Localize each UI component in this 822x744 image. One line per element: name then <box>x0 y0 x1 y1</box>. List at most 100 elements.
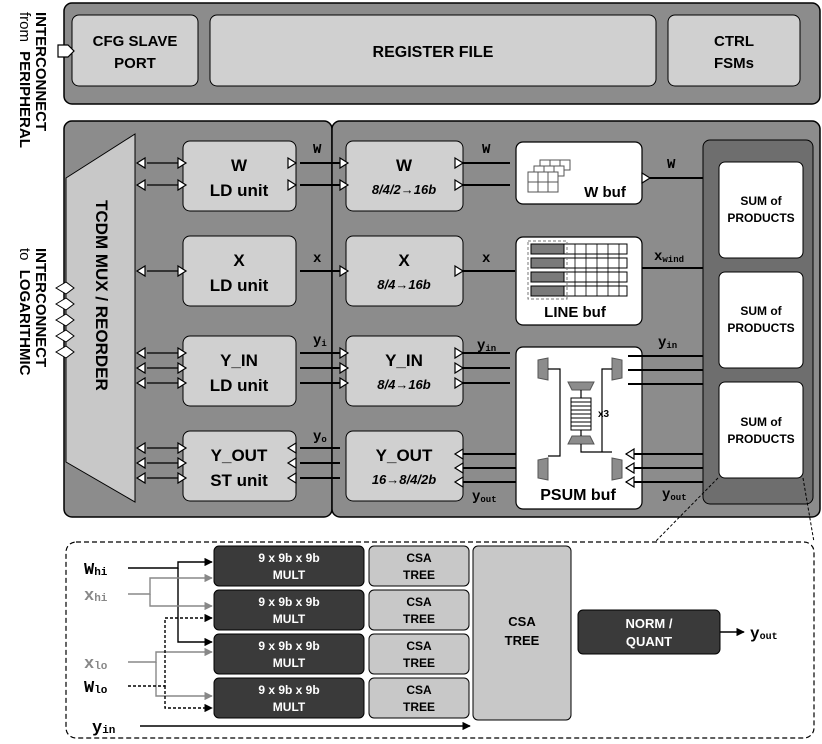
svg-text:8/4→16b: 8/4→16b <box>377 277 431 292</box>
svg-text:LD unit: LD unit <box>210 181 269 200</box>
svg-text:Y_OUT: Y_OUT <box>376 446 433 465</box>
svg-text:PRODUCTS: PRODUCTS <box>727 321 794 335</box>
svg-text:9 x 9b x 9b: 9 x 9b x 9b <box>258 551 319 565</box>
sop-2 <box>718 381 804 479</box>
psum-buffer: x3 PSUM buf <box>515 346 643 510</box>
bus-labels-mid: W x yin yout <box>472 142 497 505</box>
converter-w: W 8/4/2→16b <box>345 140 464 212</box>
st-unit-y-out: Y_OUT ST unit <box>182 430 297 502</box>
svg-text:LINE buf: LINE buf <box>544 304 607 321</box>
sum-of-products-array: SUM of PRODUCTS SUM of PRODUCTS SUM of P… <box>702 139 814 505</box>
converter-x: X 8/4→16b <box>345 235 464 307</box>
svg-text:NORM /: NORM / <box>626 616 673 631</box>
svg-text:FSMs: FSMs <box>714 55 754 72</box>
svg-text:PRODUCTS: PRODUCTS <box>727 432 794 446</box>
mult-0: 9 x 9b x 9b MULT <box>213 545 365 587</box>
svg-text:ST unit: ST unit <box>210 471 268 490</box>
svg-text:Y_IN: Y_IN <box>220 351 258 370</box>
svg-text:x: x <box>482 251 491 267</box>
svg-text:LD unit: LD unit <box>210 276 269 295</box>
svg-text:CSA: CSA <box>508 614 536 629</box>
svg-text:LD unit: LD unit <box>210 376 269 395</box>
svg-text:yout: yout <box>662 487 687 503</box>
input-x-hi: xhi <box>84 587 108 606</box>
norm-quant: NORM / QUANT <box>577 609 721 655</box>
svg-text:W: W <box>482 142 491 158</box>
svg-text:CSA: CSA <box>406 595 432 609</box>
datapath-panel: W 8/4/2→16b X 8/4→16b Y_IN 8/4→16b Y_OUT… <box>286 120 821 518</box>
converter-y-out: Y_OUT 16→8/4/2b <box>345 430 464 502</box>
cfg-port-connector <box>57 44 75 58</box>
bus-labels-left: W x yi yo <box>313 142 327 445</box>
ld-unit-w: W LD unit <box>182 140 297 212</box>
csa-tree-1: CSA TREE <box>368 589 470 631</box>
output-y-out: yout <box>750 625 778 643</box>
svg-text:9 x 9b x 9b: 9 x 9b x 9b <box>258 683 319 697</box>
svg-text:TREE: TREE <box>403 568 435 582</box>
tcdm-mux <box>65 133 136 503</box>
cfg-slave-port <box>71 14 199 87</box>
w-buf-cube-icon <box>527 159 571 193</box>
svg-text:Y_IN: Y_IN <box>385 351 423 370</box>
svg-text:9 x 9b x 9b: 9 x 9b x 9b <box>258 639 319 653</box>
ld-unit-x: X LD unit <box>182 235 297 307</box>
converter-to-buffer-wires <box>463 162 520 483</box>
csa-tree-final: CSA TREE <box>472 545 572 721</box>
mult-2: 9 x 9b x 9b MULT <box>213 633 365 675</box>
svg-text:W: W <box>396 156 413 175</box>
svg-text:CTRL: CTRL <box>714 33 754 50</box>
line-buffer-window <box>530 243 565 297</box>
mult-3: 9 x 9b x 9b MULT <box>213 677 365 719</box>
mux-unit-links <box>135 156 188 485</box>
svg-text:SUM of: SUM of <box>740 194 782 208</box>
svg-text:QUANT: QUANT <box>626 634 672 649</box>
input-x-lo: xlo <box>84 655 108 674</box>
svg-text:9 x 9b x 9b: 9 x 9b x 9b <box>258 595 319 609</box>
svg-text:TREE: TREE <box>403 700 435 714</box>
svg-text:MULT: MULT <box>273 656 306 670</box>
svg-text:yout: yout <box>472 489 497 505</box>
svg-text:TCDM MUX / REORDER: TCDM MUX / REORDER <box>92 200 111 391</box>
svg-text:W buf: W buf <box>584 184 627 201</box>
sop-detail: Whi xhi xlo Wlo yin 9 x 9b x 9b MULT <box>65 541 815 739</box>
converter-y-in: Y_IN 8/4→16b <box>345 335 464 407</box>
svg-text:yin: yin <box>658 335 677 351</box>
svg-text:yi: yi <box>313 333 327 349</box>
csa-tree-0: CSA TREE <box>368 545 470 587</box>
svg-text:8/4→16b: 8/4→16b <box>377 377 431 392</box>
buffer-to-sop-wires <box>626 177 712 483</box>
svg-text:from PERIPHERAL: from PERIPHERAL <box>16 12 33 148</box>
svg-text:PSUM buf: PSUM buf <box>540 487 616 504</box>
svg-text:TREE: TREE <box>403 612 435 626</box>
logarithmic-interconnect-label: to LOGARITHMIC INTERCONNECT <box>16 248 49 376</box>
line-buffer: LINE buf <box>515 236 643 326</box>
input-y-in: yin <box>92 719 115 738</box>
control-bar: CFG SLAVE PORT REGISTER FILE CTRL FSMs <box>57 2 821 105</box>
svg-text:W: W <box>313 142 322 158</box>
svg-text:CSA: CSA <box>406 683 432 697</box>
svg-text:x: x <box>313 251 322 267</box>
svg-text:CSA: CSA <box>406 551 432 565</box>
tcdm-ports <box>55 281 75 359</box>
svg-text:X: X <box>398 251 410 270</box>
csa-tree-2: CSA TREE <box>368 633 470 675</box>
sop-0 <box>718 161 804 259</box>
w-buffer: W buf <box>515 141 643 205</box>
svg-text:MULT: MULT <box>273 612 306 626</box>
svg-text:MULT: MULT <box>273 568 306 582</box>
svg-text:INTERCONNECT: INTERCONNECT <box>32 12 49 131</box>
svg-text:SUM of: SUM of <box>740 304 782 318</box>
svg-text:MULT: MULT <box>273 700 306 714</box>
svg-text:W: W <box>667 157 676 173</box>
svg-text:TREE: TREE <box>505 633 540 648</box>
svg-text:yo: yo <box>313 429 327 445</box>
svg-text:yin: yin <box>477 338 496 354</box>
svg-text:SUM of: SUM of <box>740 415 782 429</box>
streamer-panel: TCDM MUX / REORDER W LD unit X LD unit Y… <box>55 120 333 518</box>
cfg-slave-port-label: CFG SLAVE <box>93 33 178 50</box>
bus-labels-right: W xwind yin yout <box>654 157 687 503</box>
unit-to-converter-wires <box>300 162 340 479</box>
svg-text:PRODUCTS: PRODUCTS <box>727 211 794 225</box>
svg-text:PORT: PORT <box>114 55 156 72</box>
svg-text:xwind: xwind <box>654 249 684 265</box>
